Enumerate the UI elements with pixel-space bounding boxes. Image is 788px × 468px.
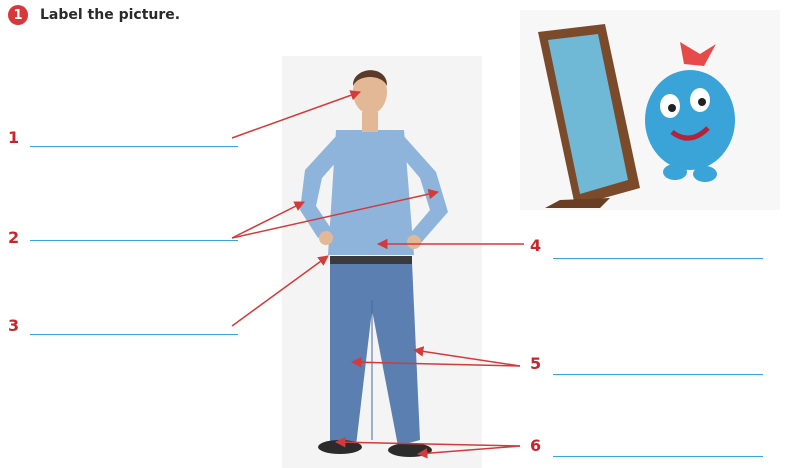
mirror-monster-illustration — [520, 10, 780, 210]
label-number-3: 3 — [8, 316, 19, 335]
answer-line-5[interactable] — [553, 374, 763, 375]
label-number-5: 5 — [530, 354, 541, 373]
answer-line-2[interactable] — [30, 240, 238, 241]
label-number-6: 6 — [530, 436, 541, 455]
answer-line-4[interactable] — [553, 258, 763, 259]
label-number-1: 1 — [8, 128, 19, 147]
answer-line-1[interactable] — [30, 146, 238, 147]
label-number-4: 4 — [530, 236, 541, 255]
answer-line-3[interactable] — [30, 334, 238, 335]
answer-line-6[interactable] — [553, 456, 763, 457]
label-number-2: 2 — [8, 228, 19, 247]
